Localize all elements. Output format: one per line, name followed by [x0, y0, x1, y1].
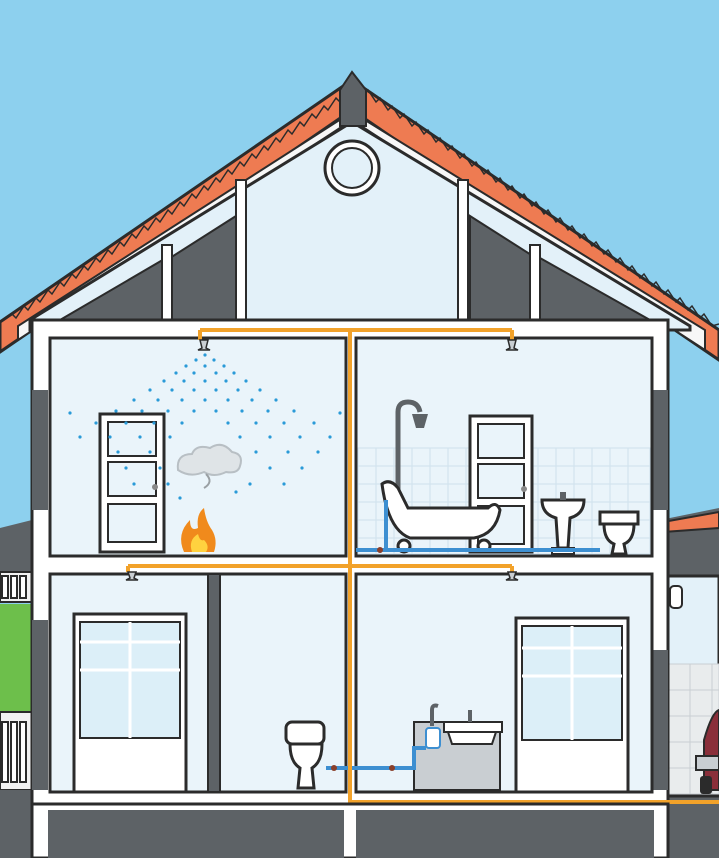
bedroom-door [100, 414, 164, 552]
kitchen-room [326, 574, 652, 792]
wall-lamp [670, 586, 682, 608]
downstairs-left-room [50, 574, 346, 792]
foundation [32, 804, 668, 858]
bedroom-room [50, 338, 346, 556]
right-window [516, 618, 628, 792]
bathroom-room [356, 338, 652, 556]
green-hedge [0, 604, 32, 714]
left-window [74, 614, 186, 792]
